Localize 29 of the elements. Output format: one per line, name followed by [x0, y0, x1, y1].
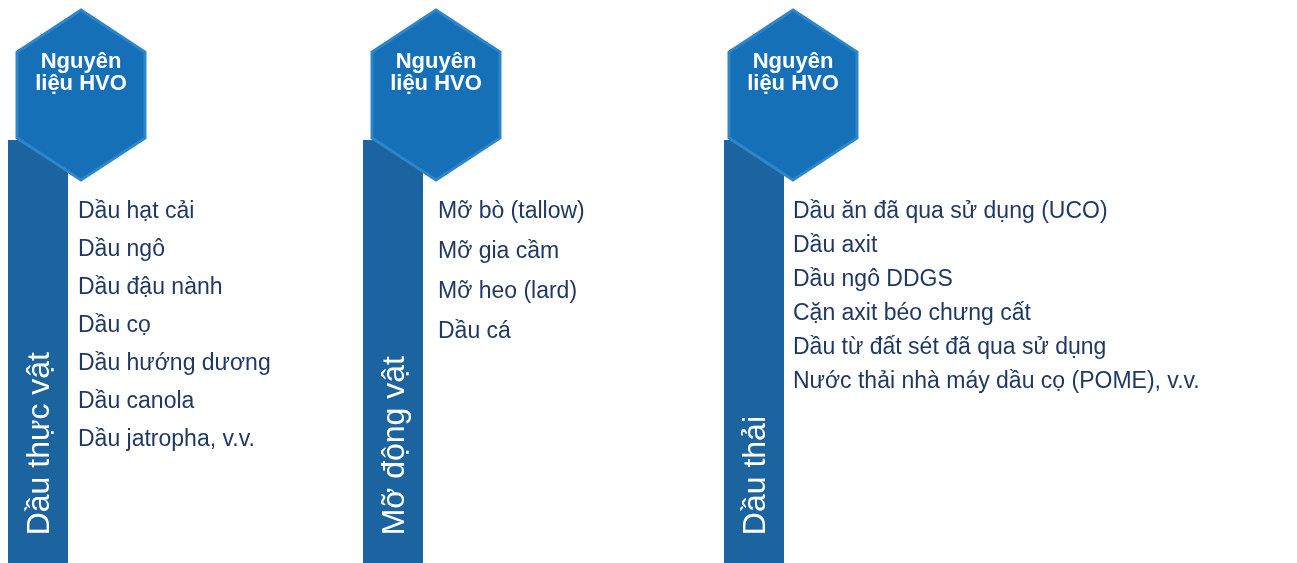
list-item: Dầu từ đất sét đã qua sử dụng	[793, 332, 1107, 360]
list-item: Dầu cọ	[78, 310, 151, 338]
list-item: Mỡ bò (tallow)	[438, 196, 585, 224]
vertical-bar	[8, 140, 68, 563]
list-item: Dầu đậu nành	[78, 272, 223, 300]
bar-label: Mỡ động vật	[374, 355, 412, 535]
hexagon-label: Nguyên liệu HVO	[389, 50, 483, 94]
list-item: Dầu ngô DDGS	[793, 264, 953, 292]
list-item: Dầu cá	[438, 316, 511, 344]
hexagon-badge	[15, 8, 147, 182]
list-item: Dầu canola	[78, 386, 195, 414]
list-item: Nước thải nhà máy dầu cọ (POME), v.v.	[793, 366, 1200, 394]
vertical-bar	[724, 140, 784, 563]
list-item: Mỡ heo (lard)	[438, 276, 578, 304]
list-item: Dầu axit	[793, 230, 878, 258]
list-item: Dầu hạt cải	[78, 196, 195, 224]
hexagon-badge	[727, 8, 859, 182]
bar-label: Dầu thực vật	[19, 351, 57, 535]
hexagon-label: Nguyên liệu HVO	[746, 50, 840, 94]
list-item: Dầu hướng dương	[78, 348, 271, 376]
list-item: Cặn axit béo chưng cất	[793, 298, 1031, 326]
list-item: Mỡ gia cầm	[438, 236, 560, 264]
hexagon-badge	[370, 8, 502, 182]
vertical-bar	[363, 140, 423, 563]
bar-label: Dầu thải	[735, 415, 773, 535]
list-item: Dầu ăn đã qua sử dụng (UCO)	[793, 196, 1108, 224]
hexagon-label: Nguyên liệu HVO	[34, 50, 128, 94]
list-item: Dầu jatropha, v.v.	[78, 424, 255, 452]
list-item: Dầu ngô	[78, 234, 165, 262]
